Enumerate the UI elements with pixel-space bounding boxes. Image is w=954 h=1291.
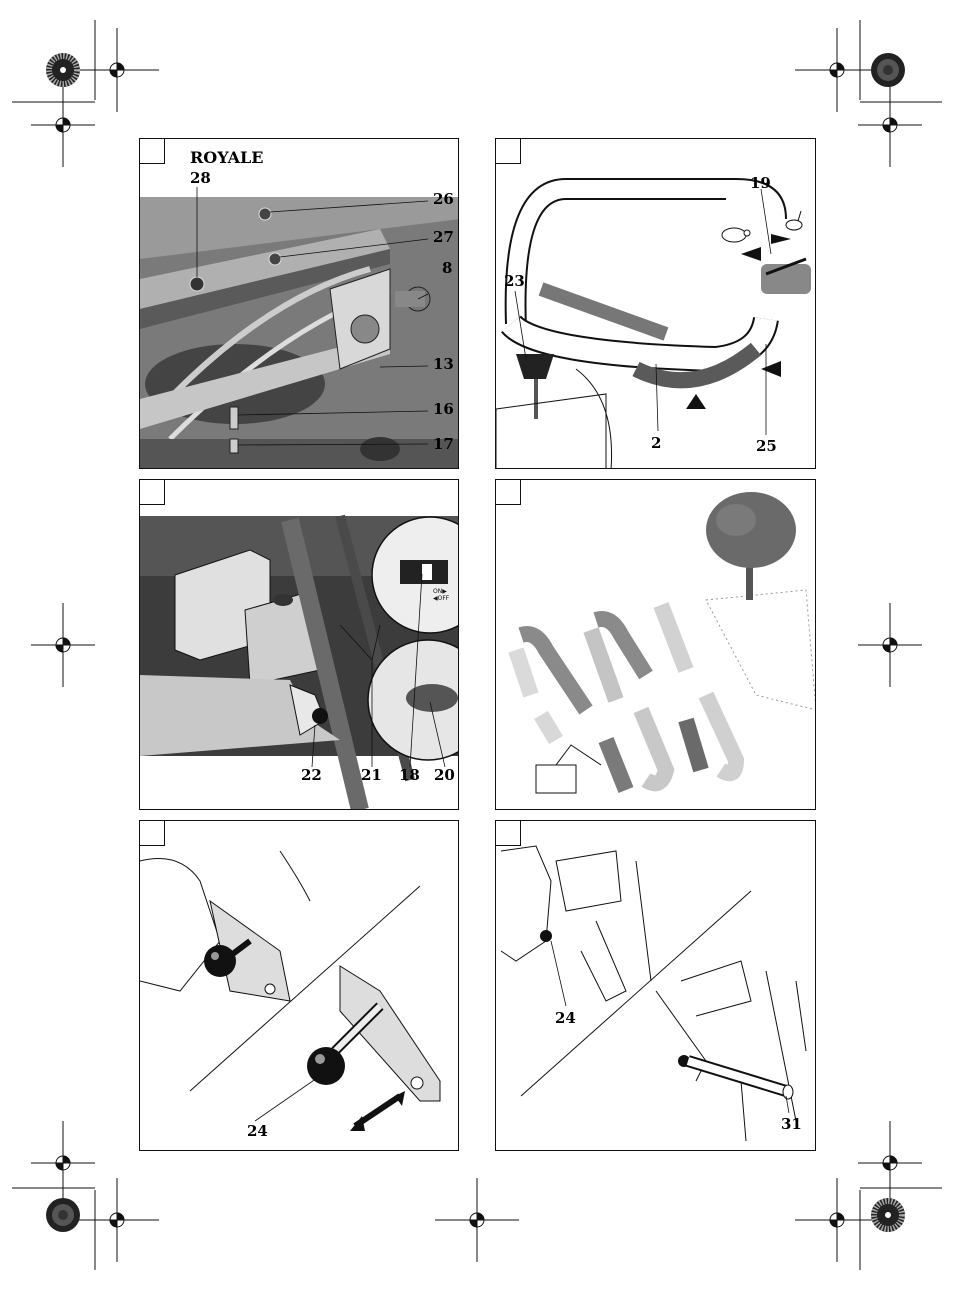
callout-18: 18 — [399, 766, 420, 784]
color-calibration-wheel — [46, 53, 905, 1232]
switch-markings: ON▶ ◀OFF — [433, 588, 449, 602]
callout-17: 17 — [433, 435, 454, 453]
callout-27: 27 — [433, 228, 454, 246]
callout-28: 28 — [190, 169, 211, 187]
callout-8: 8 — [442, 259, 453, 277]
lever-knob-illustration — [140, 850, 441, 1131]
figure-panel-1: ROYALE 28 26 27 8 13 16 17 — [139, 138, 459, 469]
figure-number-tab — [140, 139, 165, 164]
registration-mark — [31, 28, 922, 1262]
callout-19: 19 — [750, 174, 771, 192]
wrench-adjustment-illustration — [500, 845, 807, 1142]
callout-20: 20 — [434, 766, 455, 784]
callout-24: 24 — [247, 1122, 268, 1140]
callout-22: 22 — [301, 766, 322, 784]
figure-panel-6: 24 31 — [495, 820, 816, 1151]
figure-number-tab — [140, 821, 165, 846]
figure-number-tab — [496, 821, 521, 846]
arrow-icon — [741, 247, 761, 261]
figure-number-tab — [496, 139, 521, 164]
figure-number-tab — [496, 480, 521, 505]
callout-23: 23 — [504, 272, 525, 290]
switch-on-label: ON▶ — [433, 588, 447, 595]
callout-16: 16 — [433, 400, 454, 418]
hare-icon — [785, 210, 803, 231]
handlebar-controls-illustration — [496, 178, 811, 468]
callout-25: 25 — [756, 437, 777, 455]
figure-panel-2: 19 23 2 25 — [495, 138, 816, 469]
callout-31: 31 — [781, 1115, 802, 1133]
switch-off-label: ◀OFF — [433, 595, 450, 602]
arrow-icon — [771, 234, 791, 244]
model-title: ROYALE — [190, 148, 264, 167]
callout-21: 21 — [361, 766, 382, 784]
figure-panel-3: ON▶ ◀OFF 22 21 18 20 — [139, 479, 459, 810]
engine-start-illustration — [140, 514, 458, 809]
tortoise-icon — [721, 227, 751, 243]
figure-panel-4 — [495, 479, 816, 810]
callout-2: 2 — [651, 434, 662, 452]
callout-26: 26 — [433, 190, 454, 208]
reel-adjustment-illustration — [140, 187, 458, 468]
figure-panel-5: 24 — [139, 820, 459, 1151]
callout-13: 13 — [433, 355, 454, 373]
mowing-pattern-illustration — [508, 492, 815, 794]
figure-number-tab — [140, 480, 165, 505]
callout-24: 24 — [555, 1009, 576, 1027]
